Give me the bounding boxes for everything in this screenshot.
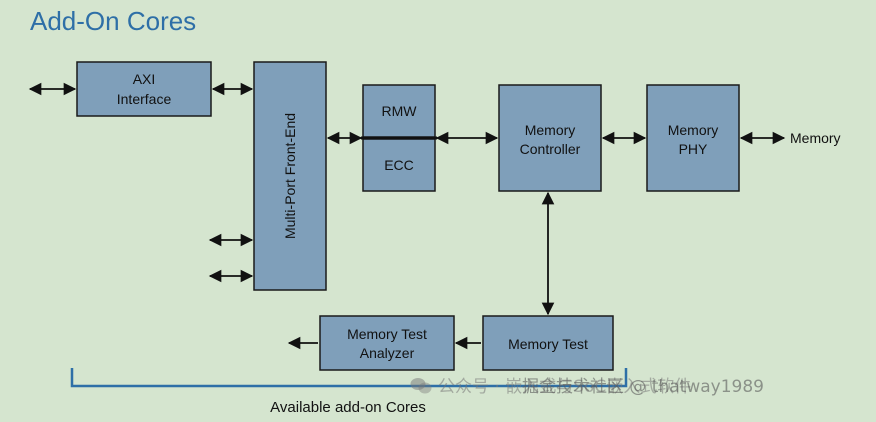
mpfe-label: Multi-Port Front-End — [282, 113, 298, 239]
memory-phy-block: Memory PHY — [646, 84, 740, 192]
memory-controller-block: Memory Controller — [498, 84, 602, 192]
add-on-cores-bracket — [70, 368, 628, 388]
mta-label-line1: Memory Test — [347, 326, 427, 342]
axi-label-line2: Interface — [117, 91, 172, 107]
axi-label-line1: AXI — [133, 71, 156, 87]
phy-label-line1: Memory — [668, 122, 719, 138]
memory-test-block: Memory Test — [482, 315, 614, 371]
watermark-suffix: 掘金技术社区 @ thatway1989 — [522, 377, 764, 397]
axi-interface-block: AXI Interface — [76, 61, 212, 117]
mc-label-line2: Controller — [520, 141, 581, 157]
rmw-block: RMW — [362, 84, 436, 138]
watermark: 公众号 · 嵌入式与SoC嵌入式软件 掘金技术社区 @ thatway1989 — [410, 372, 764, 397]
memory-test-analyzer-block: Memory Test Analyzer — [319, 315, 455, 371]
ecc-label: ECC — [384, 157, 414, 173]
phy-label-line2: PHY — [679, 141, 708, 157]
multi-port-front-end-block: Multi-Port Front-End — [253, 61, 327, 291]
rmw-label: RMW — [382, 103, 418, 119]
page-title: Add-On Cores — [30, 6, 197, 36]
available-add-on-cores-label: Available add-on Cores — [270, 399, 426, 416]
memory-external-label: Memory — [790, 130, 841, 146]
mt-label: Memory Test — [508, 336, 588, 352]
mc-label-line1: Memory — [525, 122, 576, 138]
ecc-block: ECC — [362, 138, 436, 192]
watermark-prefix: 公众号 · 嵌入式与SoC嵌入式软件 — [438, 377, 692, 397]
mta-label-line2: Analyzer — [360, 345, 415, 361]
wechat-icon — [410, 378, 432, 394]
